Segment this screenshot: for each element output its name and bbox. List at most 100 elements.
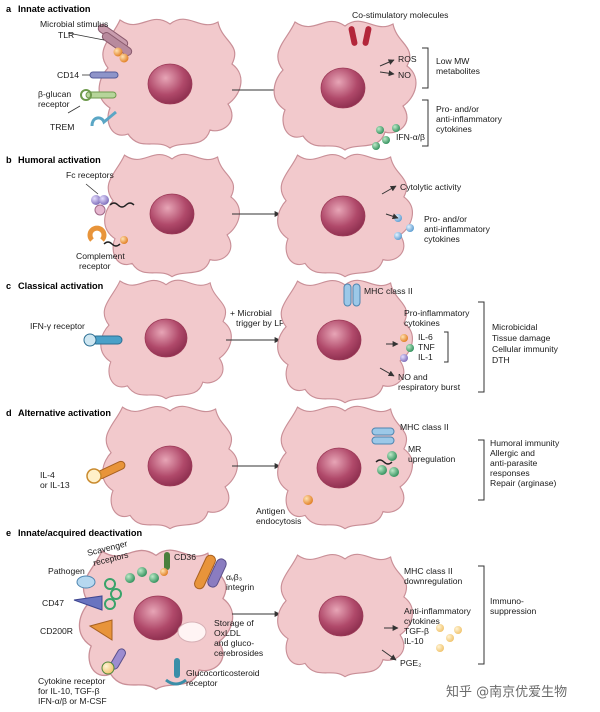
bracket xyxy=(478,301,485,393)
label-beta-glucan: β-glucan xyxy=(38,89,71,99)
label-receptor: receptor xyxy=(38,99,70,109)
cell-activated xyxy=(277,405,413,530)
label-mr: MR xyxy=(408,444,421,454)
scavenger-receptor-icon xyxy=(104,567,159,610)
cell-resting xyxy=(98,18,242,149)
panel-letter: e xyxy=(6,528,11,538)
label-repair-arginase: Repair (arginase) xyxy=(490,478,557,488)
bracket xyxy=(422,47,429,89)
label-cytokines: cytokines xyxy=(436,124,472,134)
glucocorticosteroid-receptor-icon xyxy=(165,658,187,686)
panel-c: c Classical activation IFN-γ receptor + … xyxy=(6,279,559,404)
ifn-molecule-icon xyxy=(372,124,400,150)
panel-letter: a xyxy=(6,4,12,14)
label-endocytosis: endocytosis xyxy=(256,516,301,526)
label-ifn: IFN-α/β xyxy=(396,132,425,142)
label-trigger-lps: trigger by LPS xyxy=(236,318,291,328)
panel-title: Humoral activation xyxy=(18,155,101,165)
label-anti-parasite: anti-parasite xyxy=(490,458,538,468)
nucleus xyxy=(320,195,366,237)
label-responses: responses xyxy=(490,468,530,478)
costimulatory-molecule-icon xyxy=(348,26,372,46)
label-integrin-ab: αᵥβ₃ xyxy=(226,572,243,582)
label-cd14: CD14 xyxy=(57,70,79,80)
label-downregulation: downregulation xyxy=(404,576,463,586)
nucleus xyxy=(316,447,362,489)
cd14-icon xyxy=(89,71,119,79)
label-cytokines: cytokines xyxy=(404,318,440,328)
bracket xyxy=(478,565,485,665)
label-mhc-class-ii: MHC class II xyxy=(364,286,413,296)
cell-resting xyxy=(78,549,234,690)
fc-receptor-icon xyxy=(91,195,135,216)
label-dth: DTH xyxy=(492,355,510,365)
integrin-icon xyxy=(194,554,227,590)
label-cd36: CD36 xyxy=(174,552,196,562)
nucleus xyxy=(144,318,188,358)
label-anti-inflammatory: Anti-inflammatory xyxy=(404,606,472,616)
label-il10: IL-10 xyxy=(404,636,424,646)
label-ifn-mcsf: IFN-α/β or M-CSF xyxy=(38,696,107,706)
panel-b: b Humoral activation Fc receptors Comple… xyxy=(6,153,491,278)
label-mhc-class-ii: MHC class II xyxy=(404,566,453,576)
nucleus xyxy=(147,63,193,105)
label-tlr: TLR xyxy=(58,30,74,40)
beta-glucan-receptor-icon xyxy=(80,89,117,101)
label-microbicidal: Microbicidal xyxy=(492,322,537,332)
label-cd200r: CD200R xyxy=(40,626,73,636)
label-allergic-and: Allergic and xyxy=(490,448,535,458)
cell-activated xyxy=(273,20,417,151)
cell-activated xyxy=(277,279,413,404)
label-receptor: receptor xyxy=(186,678,218,688)
cell-resting xyxy=(104,153,240,278)
cd200r-icon xyxy=(88,619,113,641)
cell-resting xyxy=(100,279,232,400)
label-il4: IL-4 xyxy=(40,470,55,480)
label-ifn-gamma-receptor: IFN-γ receptor xyxy=(30,321,85,331)
label-cd47: CD47 xyxy=(42,598,64,608)
label-costimulatory: Co-stimulatory molecules xyxy=(352,10,448,20)
panel-title: Innate/acquired deactivation xyxy=(18,528,142,538)
bracket xyxy=(422,99,429,147)
label-no-and: NO and xyxy=(398,372,428,382)
label-il6: IL-6 xyxy=(418,332,433,342)
label-for-il10-tgfb: for IL-10, TGF-β xyxy=(38,686,100,696)
label-oxldl: OxLDL xyxy=(214,628,241,638)
label-integrin: integrin xyxy=(226,582,254,592)
panel-title: Alternative activation xyxy=(18,408,111,418)
panel-letter: c xyxy=(6,281,11,291)
cell-deactivated xyxy=(277,553,413,678)
label-cerebrosides: cerebrosides xyxy=(214,648,263,658)
complement-receptor-icon xyxy=(87,225,128,247)
tlr-icon xyxy=(97,24,133,63)
label-storage-of: Storage of xyxy=(214,618,254,628)
label-metabolites: metabolites xyxy=(436,66,480,76)
label-mhc-class-ii: MHC class II xyxy=(400,422,449,432)
label-pro-anti: Pro- and/or xyxy=(424,214,467,224)
label-trem: TREM xyxy=(50,122,74,132)
label-cytolytic-activity: Cytolytic activity xyxy=(400,182,462,192)
storage-vesicle-icon xyxy=(177,621,207,643)
label-suppression: suppression xyxy=(490,606,537,616)
panel-letter: d xyxy=(6,408,12,418)
label-respiratory-burst: respiratory burst xyxy=(398,382,461,392)
label-tissue-damage: Tissue damage xyxy=(492,333,551,343)
panel-d: d Alternative activation IL-4 or IL-13 M… xyxy=(6,405,560,530)
ifn-gamma-receptor-icon xyxy=(83,333,123,347)
label-cytokines: cytokines xyxy=(404,616,440,626)
mhc-class-ii-icon xyxy=(371,427,395,445)
label-cytokine-receptor: Cytokine receptor xyxy=(38,676,105,686)
il4-receptor-icon xyxy=(86,460,126,484)
label-complement: Complement xyxy=(76,251,125,261)
cell-activated xyxy=(277,153,413,278)
label-antigen: Antigen xyxy=(256,506,285,516)
cytokine-receptor-icon xyxy=(101,648,127,675)
label-fc-receptors: Fc receptors xyxy=(66,170,114,180)
label-il13: or IL-13 xyxy=(40,480,70,490)
nucleus xyxy=(316,319,362,361)
label-anti-inflammatory: anti-inflammatory xyxy=(436,114,503,124)
watermark: 知乎 @南京优爱生物 xyxy=(446,684,567,700)
label-no: NO xyxy=(398,70,411,80)
label-and-gluco: and gluco- xyxy=(214,638,254,648)
